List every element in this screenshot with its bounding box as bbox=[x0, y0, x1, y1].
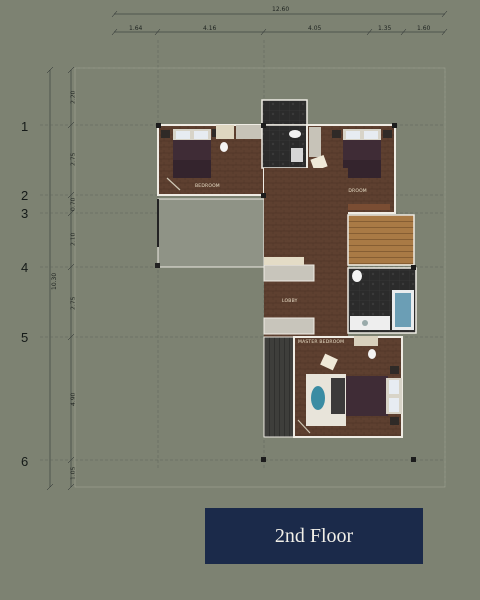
master-bedroom bbox=[293, 336, 403, 438]
top-dimensions bbox=[111, 10, 448, 36]
grid-axis-label: 3 bbox=[21, 206, 28, 221]
room-label-lobby: LOBBY bbox=[282, 298, 298, 304]
overall-width-label: 12.60 bbox=[272, 6, 289, 13]
left-dim-label: 2.75 bbox=[70, 296, 77, 310]
left-dim-label: 0.70 bbox=[70, 197, 77, 211]
grid-axis-label: 2 bbox=[21, 188, 28, 203]
bedroom-left bbox=[157, 124, 265, 196]
open-void bbox=[157, 198, 265, 268]
deck bbox=[263, 336, 295, 438]
grid-axis-label: 6 bbox=[21, 454, 28, 469]
room-label-master-bedroom: MASTER BEDROOM bbox=[298, 339, 344, 345]
overall-depth-label: 10.30 bbox=[51, 273, 58, 290]
bathroom-top bbox=[261, 99, 308, 169]
stairs bbox=[347, 214, 415, 266]
room-label-bedroom-right: BEDROOM bbox=[342, 188, 367, 194]
left-dim-label: 1.05 bbox=[70, 466, 77, 480]
top-dim-label: 1.35 bbox=[378, 25, 392, 32]
top-dim-label: 1.64 bbox=[129, 25, 143, 32]
floor-title-banner: 2nd Floor bbox=[205, 508, 423, 564]
grid-axis-label: 1 bbox=[21, 119, 28, 134]
lobby bbox=[263, 168, 348, 338]
outline-frame bbox=[74, 67, 446, 488]
left-dim-label: 2.75 bbox=[70, 152, 77, 166]
grid-axis-label: 4 bbox=[21, 260, 28, 275]
top-dim-label: 4.05 bbox=[308, 25, 322, 32]
top-dim-label: 4.16 bbox=[203, 25, 217, 32]
room-label-bedroom-left: BEDROOM bbox=[195, 183, 220, 189]
floor-title: 2nd Floor bbox=[274, 524, 354, 547]
master-bathroom bbox=[347, 267, 417, 334]
columns bbox=[156, 123, 416, 462]
left-dim-label: 2.20 bbox=[70, 90, 77, 104]
top-dim-label: 1.60 bbox=[417, 25, 431, 32]
grid-axis-label: 5 bbox=[21, 330, 28, 345]
left-dim-label: 4.90 bbox=[70, 392, 77, 406]
left-dim-label: 2.10 bbox=[70, 232, 77, 246]
